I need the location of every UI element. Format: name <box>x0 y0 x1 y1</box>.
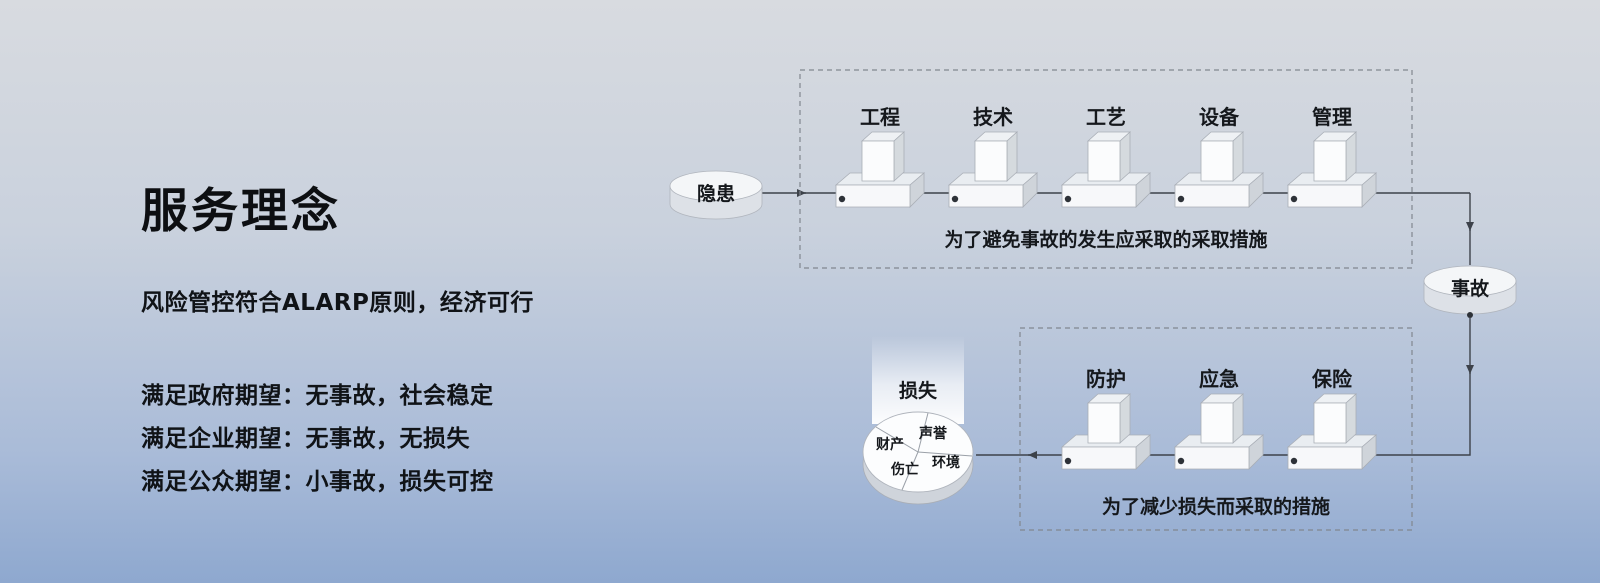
loss-segment-reputation: 声誉 <box>918 425 948 442</box>
barrier-label-management: 管理 <box>1312 105 1352 129</box>
barrier-block-emergency <box>1174 393 1264 470</box>
barrier-label-process: 工艺 <box>1086 105 1126 129</box>
barrier-label-engineering: 工程 <box>860 105 900 129</box>
accident-label: 事故 <box>1451 277 1490 300</box>
barrier-label-insurance: 保险 <box>1311 367 1353 391</box>
expectation-government: 满足政府期望：无事故，社会稳定 <box>141 383 494 409</box>
subtitle-alarp: 风险管控符合ALARP原则，经济可行 <box>141 290 534 316</box>
left-panel: 服务理念 风险管控符合ALARP原则，经济可行 满足政府期望：无事故，社会稳定 … <box>141 172 534 504</box>
mitigation-caption: 为了减少损失而采取的措施 <box>1102 495 1330 518</box>
expectation-public: 满足公众期望：小事故，损失可控 <box>141 469 494 495</box>
prevention-caption: 为了避免事故的发生应采取的采取措施 <box>944 228 1267 251</box>
expectations-list: 满足政府期望：无事故，社会稳定 满足企业期望：无事故，无损失 满足公众期望：小事… <box>141 375 534 504</box>
barrier-block-technology <box>948 131 1038 208</box>
loss-segment-property: 财产 <box>875 436 904 453</box>
barrier-block-protection <box>1061 393 1151 470</box>
loss-node <box>862 336 974 505</box>
expectation-enterprise: 满足企业期望：无事故，无损失 <box>141 426 470 452</box>
loss-segment-environment: 环境 <box>932 454 960 471</box>
page-title: 服务理念 <box>141 184 341 239</box>
barrier-block-engineering <box>835 131 925 208</box>
barrier-label-equipment: 设备 <box>1199 105 1240 129</box>
barrier-label-emergency: 应急 <box>1199 367 1239 391</box>
barrier-block-management <box>1287 131 1377 208</box>
barrier-label-technology: 技术 <box>973 105 1013 129</box>
barrier-label-protection: 防护 <box>1086 367 1126 391</box>
barrier-block-process <box>1061 131 1151 208</box>
loss-light-beam <box>872 336 964 424</box>
prevention-box <box>799 69 1413 269</box>
loss-segment-casualty: 伤亡 <box>890 461 919 478</box>
loss-label: 损失 <box>899 379 938 402</box>
loss-pie-dividers <box>875 412 973 491</box>
hazard-label: 隐患 <box>697 182 735 205</box>
barrier-block-equipment <box>1174 131 1264 208</box>
accident-connector-dot <box>1467 312 1473 318</box>
barrier-block-insurance <box>1287 393 1377 470</box>
